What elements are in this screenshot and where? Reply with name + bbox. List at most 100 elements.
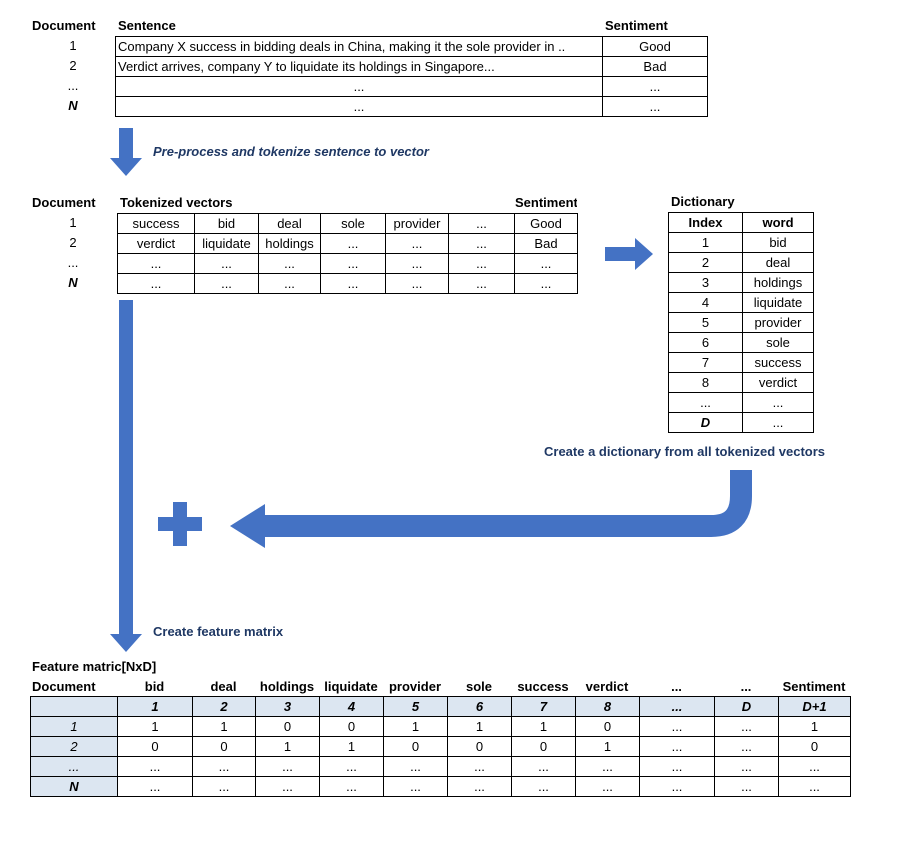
fm-col-header: Sentiment bbox=[782, 679, 846, 694]
fm-col-header: provider bbox=[388, 679, 441, 694]
s2-doc-labels: 1 2 ... N bbox=[32, 213, 114, 293]
token-cell: ... bbox=[258, 253, 321, 274]
table-row: Verdict arrives, company Y to liquidate … bbox=[115, 56, 708, 77]
fm-col-header: verdict bbox=[585, 679, 629, 694]
fm-value-cell: 0 bbox=[117, 736, 193, 757]
token-cell: provider bbox=[385, 213, 449, 234]
fm-col-header: ... bbox=[671, 679, 682, 694]
token-cell: ... bbox=[258, 273, 321, 294]
fm-value-cell: 1 bbox=[511, 716, 576, 737]
fm-index-cell: 1 bbox=[117, 696, 193, 717]
fm-value-cell: ... bbox=[447, 776, 512, 797]
dict-index: 6 bbox=[668, 332, 743, 353]
dict-index: 3 bbox=[668, 272, 743, 293]
fm-value-cell: ... bbox=[511, 756, 576, 777]
table-row: ... ... ... ... ... ... ... bbox=[117, 273, 578, 294]
s2-header-sentiment: Sentiment bbox=[515, 195, 577, 210]
token-cell: ... bbox=[385, 273, 449, 294]
fm-doc-cell: 2 bbox=[30, 736, 118, 757]
fm-value-cell: ... bbox=[714, 716, 779, 737]
fm-value-cell: 0 bbox=[575, 716, 640, 737]
s1-header-sentence: Sentence bbox=[118, 18, 176, 33]
fm-index-cell: D+1 bbox=[778, 696, 851, 717]
fm-index-cell: 2 bbox=[192, 696, 256, 717]
long-down-arrow-icon bbox=[110, 300, 142, 652]
table-row: D... bbox=[668, 412, 814, 433]
token-cell: ... bbox=[448, 273, 515, 294]
sentence-table: Company X success in bidding deals in Ch… bbox=[115, 36, 708, 117]
fm-value-cell: ... bbox=[714, 776, 779, 797]
s1-doc-label: ... bbox=[67, 78, 79, 93]
down-arrow-icon bbox=[110, 128, 142, 176]
tokenize-caption: Pre-process and tokenize sentence to vec… bbox=[153, 144, 429, 159]
fm-value-cell: ... bbox=[778, 756, 851, 777]
dictionary-title: Dictionary bbox=[671, 194, 735, 209]
fm-value-cell: ... bbox=[778, 776, 851, 797]
fm-value-cell: ... bbox=[447, 756, 512, 777]
right-arrow-icon bbox=[605, 238, 653, 270]
fm-index-cell: 4 bbox=[319, 696, 384, 717]
table-row: N................................. bbox=[30, 776, 851, 797]
fm-value-cell: ... bbox=[639, 736, 715, 757]
table-row: verdict liquidate holdings ... ... ... B… bbox=[117, 233, 578, 254]
sentiment-cell: Good bbox=[514, 213, 578, 234]
token-cell: ... bbox=[448, 213, 515, 234]
curved-arrow-icon bbox=[230, 470, 752, 548]
token-table: success bid deal sole provider ... Good … bbox=[117, 213, 578, 294]
token-cell: ... bbox=[194, 273, 259, 294]
fm-value-cell: 1 bbox=[117, 716, 193, 737]
table-row: ...... bbox=[668, 392, 814, 413]
dict-word: verdict bbox=[742, 372, 814, 393]
token-cell: sole bbox=[320, 213, 386, 234]
table-row: Index word bbox=[668, 212, 814, 233]
fm-col-header: sole bbox=[465, 679, 492, 694]
fm-value-cell: ... bbox=[383, 756, 448, 777]
fm-value-cell: ... bbox=[575, 756, 640, 777]
feature-matrix-title: Feature matric[NxD] bbox=[32, 659, 157, 674]
fm-index-cell: 3 bbox=[255, 696, 320, 717]
s1-doc-label: 2 bbox=[69, 58, 77, 73]
s1-header-sentiment: Sentiment bbox=[605, 18, 668, 33]
s2-doc-label: N bbox=[68, 275, 78, 290]
fm-index-cell: 5 bbox=[383, 696, 448, 717]
fm-col-header: bid bbox=[144, 679, 165, 694]
fm-value-cell: ... bbox=[255, 776, 320, 797]
dict-index: 2 bbox=[668, 252, 743, 273]
fm-col-header: holdings bbox=[259, 679, 315, 694]
dict-index: 1 bbox=[668, 232, 743, 253]
s1-doc-label: N bbox=[68, 98, 78, 113]
fm-value-cell: ... bbox=[117, 756, 193, 777]
fm-value-cell: ... bbox=[192, 756, 256, 777]
fm-value-cell: ... bbox=[383, 776, 448, 797]
s1-doc-labels: 1 2 ... N bbox=[32, 36, 114, 116]
dict-word: provider bbox=[742, 312, 814, 333]
s2-doc-label: 2 bbox=[69, 235, 77, 250]
s2-header-document: Document bbox=[32, 195, 96, 210]
s2-doc-label: 1 bbox=[69, 215, 77, 230]
fm-value-cell: ... bbox=[714, 756, 779, 777]
table-row: Company X success in bidding deals in Ch… bbox=[115, 36, 708, 57]
token-cell: ... bbox=[385, 253, 449, 274]
fm-value-cell: ... bbox=[255, 756, 320, 777]
s1-doc-label: 1 bbox=[69, 38, 77, 53]
fm-value-cell: ... bbox=[117, 776, 193, 797]
dict-word: success bbox=[742, 352, 814, 373]
feature-header-row: Document bid deal holdings liquidate pro… bbox=[30, 677, 850, 696]
token-cell: verdict bbox=[117, 233, 195, 254]
fm-doc-cell: ... bbox=[30, 756, 118, 777]
s2-doc-label: ... bbox=[67, 255, 79, 270]
table-row: ... ... bbox=[115, 96, 708, 117]
token-cell: ... bbox=[320, 233, 386, 254]
fm-value-cell: 1 bbox=[447, 716, 512, 737]
dict-header-index: Index bbox=[668, 212, 743, 233]
fm-value-cell: 1 bbox=[383, 716, 448, 737]
sentiment-cell: ... bbox=[514, 253, 578, 274]
